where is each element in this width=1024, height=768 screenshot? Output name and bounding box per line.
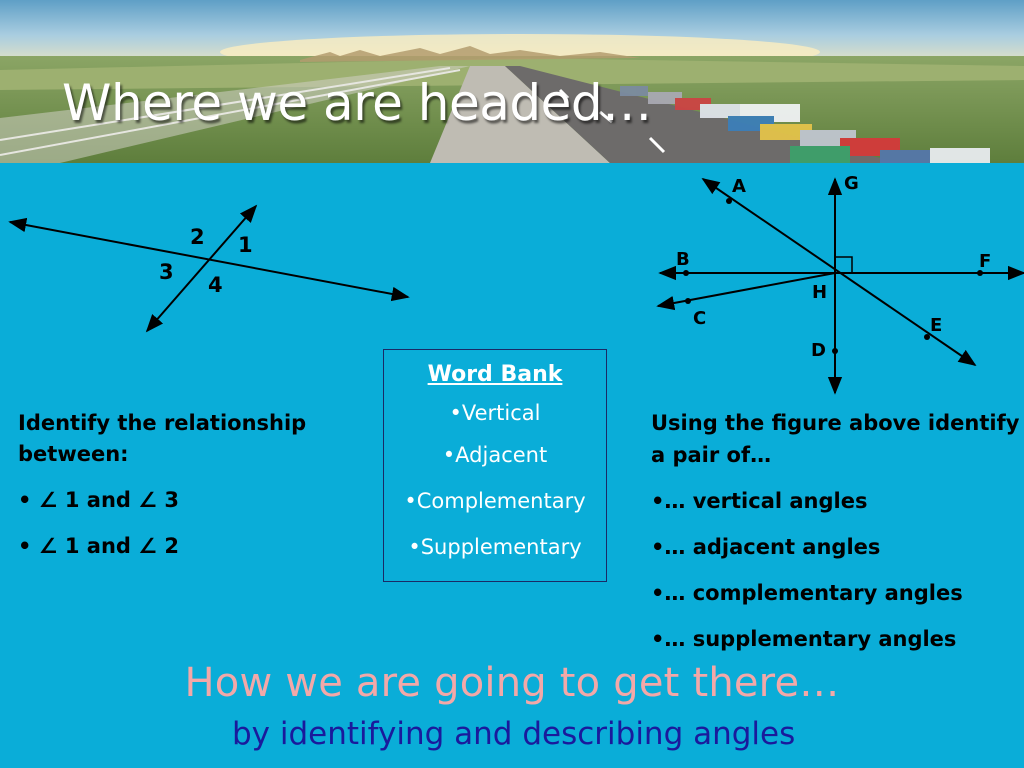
- point-label-c: C: [693, 308, 706, 329]
- word-bank-box: Word Bank •Vertical •Adjacent •Complemen…: [383, 349, 607, 582]
- slide-title: Where we are headed…: [62, 74, 652, 132]
- point-label-f: F: [979, 251, 991, 272]
- labeled-lines-figure: A G B F H C E D: [656, 173, 1024, 395]
- word-bank-item: •Vertical: [449, 401, 541, 425]
- subtitle-line-2: by identifying and describing angles: [232, 716, 796, 752]
- subtitle-line-1: How we are going to get there…: [184, 660, 840, 706]
- point-g: [832, 187, 838, 193]
- angle-label-2: 2: [190, 225, 205, 249]
- word-bank-title: Word Bank: [427, 362, 563, 387]
- angle-label-3: 3: [159, 260, 174, 284]
- word-bank-item: •Adjacent: [442, 443, 548, 467]
- word-bank-list: •Vertical •Adjacent •Complementary •Supp…: [384, 394, 606, 570]
- word-bank-item: •Supplementary: [408, 535, 582, 559]
- point-e: [924, 334, 930, 340]
- point-d: [832, 348, 838, 354]
- point-label-h: H: [812, 282, 827, 303]
- point-label-a: A: [732, 176, 746, 197]
- ray-h-c: [656, 272, 836, 311]
- subtitle: How we are going to get there…: [0, 660, 1024, 706]
- point-label-e: E: [930, 315, 942, 336]
- intersecting-lines-figure: 2 1 3 4: [8, 204, 410, 333]
- left-intro: Identify the relationship between:: [18, 411, 307, 466]
- point-label-b: B: [676, 249, 690, 270]
- left-bullet-2: • ∠ 1 and ∠ 2: [18, 534, 180, 558]
- right-angle-mark: [835, 256, 853, 273]
- angle-label-1: 1: [238, 233, 253, 257]
- point-f: [977, 270, 983, 276]
- angle-label-4: 4: [208, 273, 223, 297]
- right-intro: Using the figure above identify a pair o…: [651, 411, 1020, 467]
- point-a: [726, 198, 732, 204]
- point-label-g: G: [844, 173, 859, 194]
- left-bullet-1: • ∠ 1 and ∠ 3: [18, 488, 180, 512]
- right-bullet-1: •… vertical angles: [651, 489, 868, 513]
- header-banner: Where we are headed…: [0, 0, 1024, 163]
- right-bullet-3: •… complementary angles: [651, 581, 963, 605]
- point-label-d: D: [811, 340, 826, 361]
- highway-scene-illustration: [0, 0, 1024, 163]
- figure-questions-block: Using the figure above identify a pair o…: [651, 407, 1021, 655]
- right-bullet-4: •… supplementary angles: [651, 627, 957, 651]
- point-c: [685, 298, 691, 304]
- word-bank-item: •Complementary: [404, 489, 586, 513]
- right-bullet-2: •… adjacent angles: [651, 535, 881, 559]
- point-b: [683, 270, 689, 276]
- line-two: [145, 204, 258, 333]
- line-a-e: [701, 177, 977, 367]
- identify-relationship-block: Identify the relationship between: • ∠ 1…: [18, 408, 358, 562]
